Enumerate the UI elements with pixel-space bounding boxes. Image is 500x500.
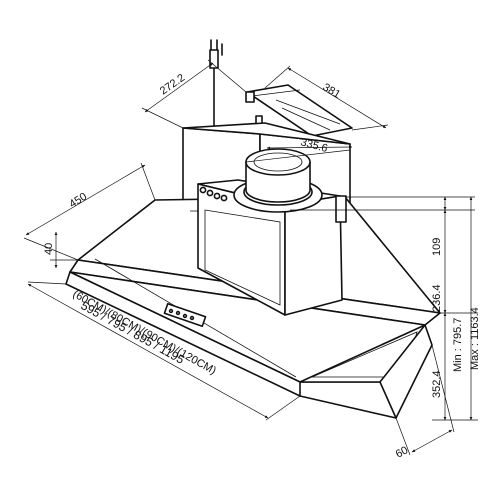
dim-352-label: 352.4 <box>431 370 443 398</box>
dim-272-label: 272.2 <box>158 72 187 98</box>
dim-max-label: Max : 1163.4 <box>469 307 481 370</box>
dimension-lines <box>23 59 478 456</box>
exhaust-outlet <box>233 148 323 213</box>
dim-min-label: Min : 795.7 <box>452 318 464 372</box>
dim-236-label: 236.4 <box>431 284 443 312</box>
dim-109-label: 109 <box>431 238 443 256</box>
dim-60-label: 60 <box>394 444 410 460</box>
dim-381-label: 381 <box>320 81 342 101</box>
dim-40-label: 40 <box>43 243 55 255</box>
support-bracket <box>299 324 433 419</box>
dim-450-label: 450 <box>67 191 89 211</box>
